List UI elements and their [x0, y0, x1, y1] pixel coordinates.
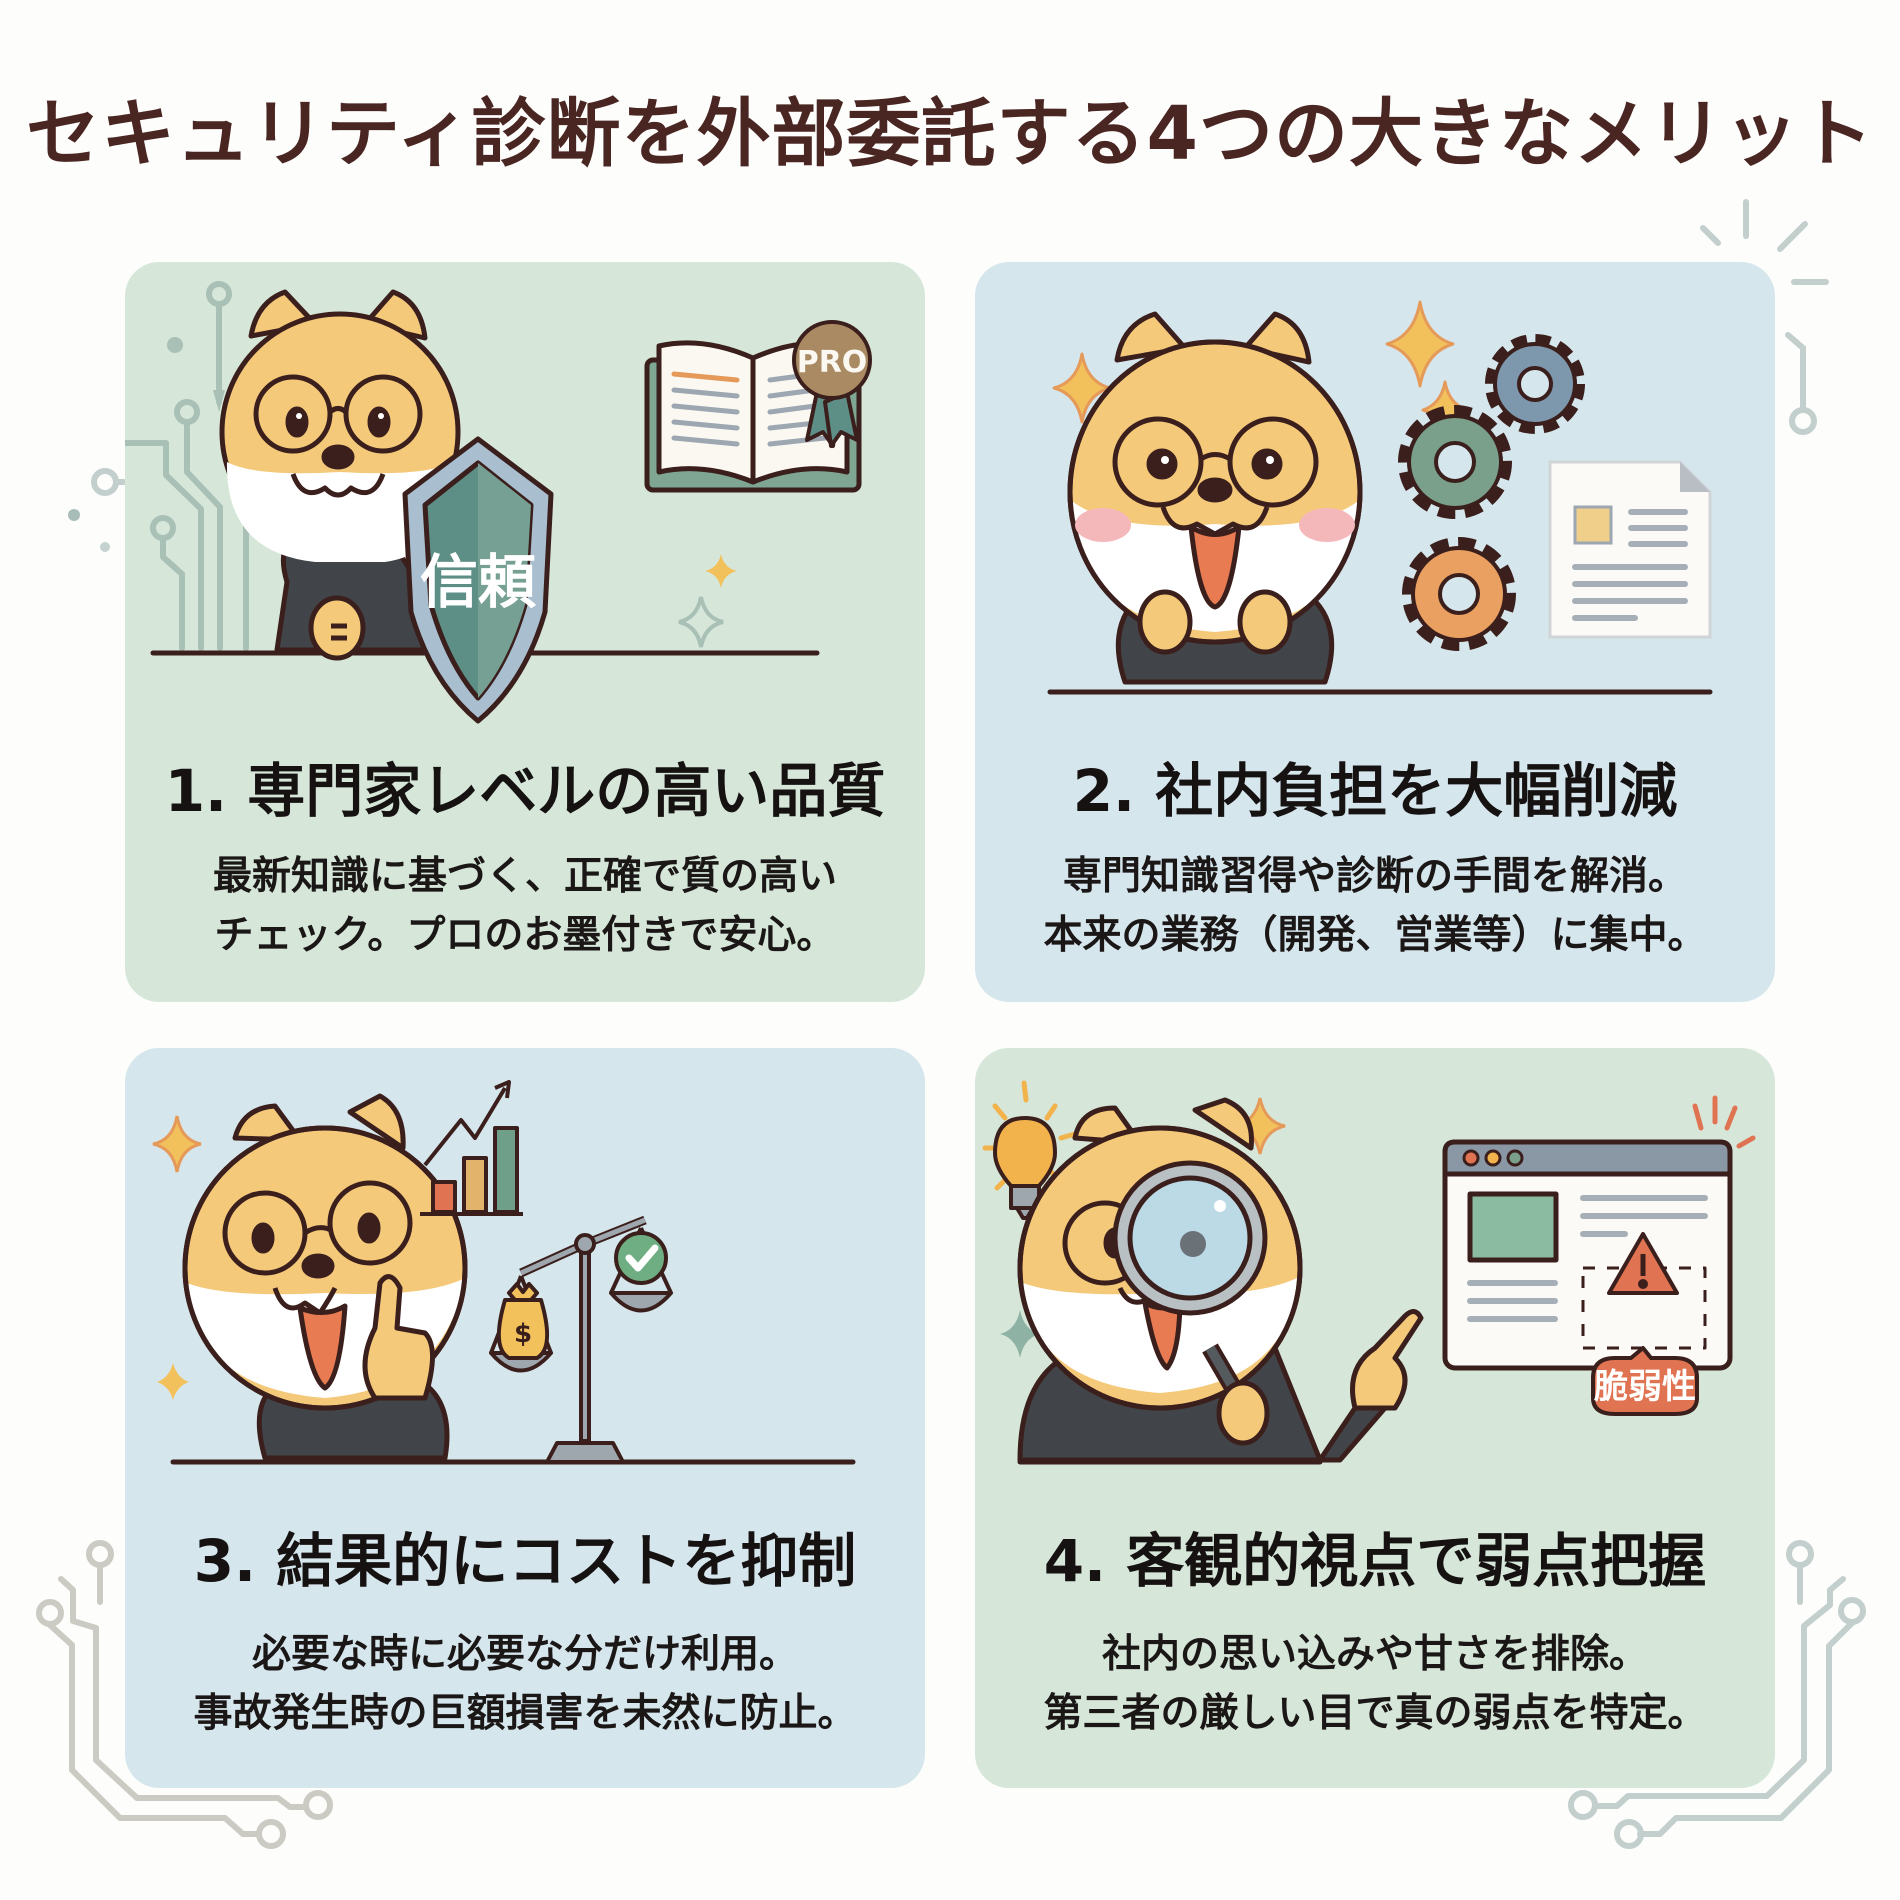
document-icon — [1548, 460, 1712, 639]
description-line: チェック。プロのお墨付きで安心。 — [214, 912, 836, 958]
sparkle-icon — [705, 554, 737, 588]
card-heading: 3. 結果的にコストを抑制 — [193, 1527, 857, 1595]
merit-card-cost: $ 3. 結果的にコストを抑制 必要な時に必要な分だけ利用。 事故発生時の巨額損… — [125, 1048, 925, 1788]
description-line: 専門知識習得や診断の手間を解消。 — [1062, 854, 1687, 899]
card-illustration: 信頼 PRO — [125, 281, 872, 724]
card-description: 社内の思い込みや甘さを排除。 第三者の厳しい目で真の弱点を特定。 — [975, 1626, 1775, 1743]
sparkle-icon — [152, 1115, 202, 1400]
card-description: 最新知識に基づく、正確で質の高い チェック。プロのお墨付きで安心。 — [125, 848, 925, 965]
shield-label: 信頼 — [420, 548, 537, 616]
merit-card-objective: 脆弱性 4. 客観的視点で弱点把握 社内の思い込みや甘さを排除。 第三者の厳しい… — [975, 1048, 1775, 1788]
money-bag-icon: $ — [496, 1282, 550, 1360]
sparkle-icon — [678, 596, 724, 648]
sparkle-icon — [1000, 1310, 1040, 1358]
merit-card-workload: 2. 社内負担を大幅削減 専門知識習得や診断の手間を解消。 本来の業務（開発、営… — [975, 262, 1775, 1002]
card-description: 必要な時に必要な分だけ利用。 事故発生時の巨額損害を未然に防止。 — [125, 1626, 925, 1743]
vulnerability-tag: 脆弱性 — [1591, 1346, 1699, 1416]
pointing-hand — [1317, 1309, 1424, 1463]
pro-badge-icon: PRO — [792, 320, 872, 448]
card-illustration: 脆弱性 — [982, 1080, 1756, 1465]
description-line: 社内の思い込みや甘さを排除。 — [1101, 1632, 1648, 1677]
browser-window-icon — [1442, 1139, 1733, 1371]
description-line: 必要な時に必要な分だけ利用。 — [251, 1632, 798, 1677]
description-line: 最新知識に基づく、正確で質の高い — [212, 854, 837, 899]
card-heading: 2. 社内負担を大幅削減 — [1072, 757, 1678, 825]
gear-icon — [1398, 405, 1512, 519]
card-heading: 1. 専門家レベルの高い品質 — [164, 757, 886, 825]
bear-character — [1067, 311, 1363, 685]
check-icon — [614, 1231, 668, 1285]
pro-badge-label: PRO — [797, 345, 868, 380]
description-line: 事故発生時の巨額損害を未然に防止。 — [193, 1690, 857, 1736]
vulnerability-label: 脆弱性 — [1594, 1367, 1696, 1407]
card-illustration — [1047, 300, 1713, 695]
circuit-dot — [167, 337, 183, 353]
open-book-icon — [644, 340, 862, 493]
description-line: 第三者の厳しい目で真の弱点を特定。 — [1043, 1690, 1707, 1736]
gear-icon — [1402, 537, 1516, 651]
shield-icon: 信頼 — [402, 436, 554, 724]
circuit-trace — [125, 281, 259, 651]
gear-icon — [1485, 334, 1585, 434]
dollar-symbol: $ — [514, 1319, 532, 1349]
bear-character — [182, 1093, 468, 1461]
merit-card-quality: 信頼 PRO — [125, 262, 925, 1002]
bear-character — [219, 289, 461, 661]
warning-icon — [1581, 1095, 1756, 1350]
lightbulb-icon — [982, 1080, 1078, 1220]
description-line: 本来の業務（開発、営業等）に集中。 — [1043, 912, 1707, 958]
magnifier-icon — [1112, 1160, 1270, 1446]
page-title: セキュリティ診断を外部委託する4つの大きなメリット — [25, 91, 1875, 177]
card-heading: 4. 客観的視点で弱点把握 — [1043, 1527, 1707, 1595]
card-description: 専門知識習得や診断の手間を解消。 本来の業務（開発、営業等）に集中。 — [975, 848, 1775, 965]
bar-chart-icon — [420, 1080, 523, 1216]
card-illustration: $ — [152, 1080, 856, 1465]
